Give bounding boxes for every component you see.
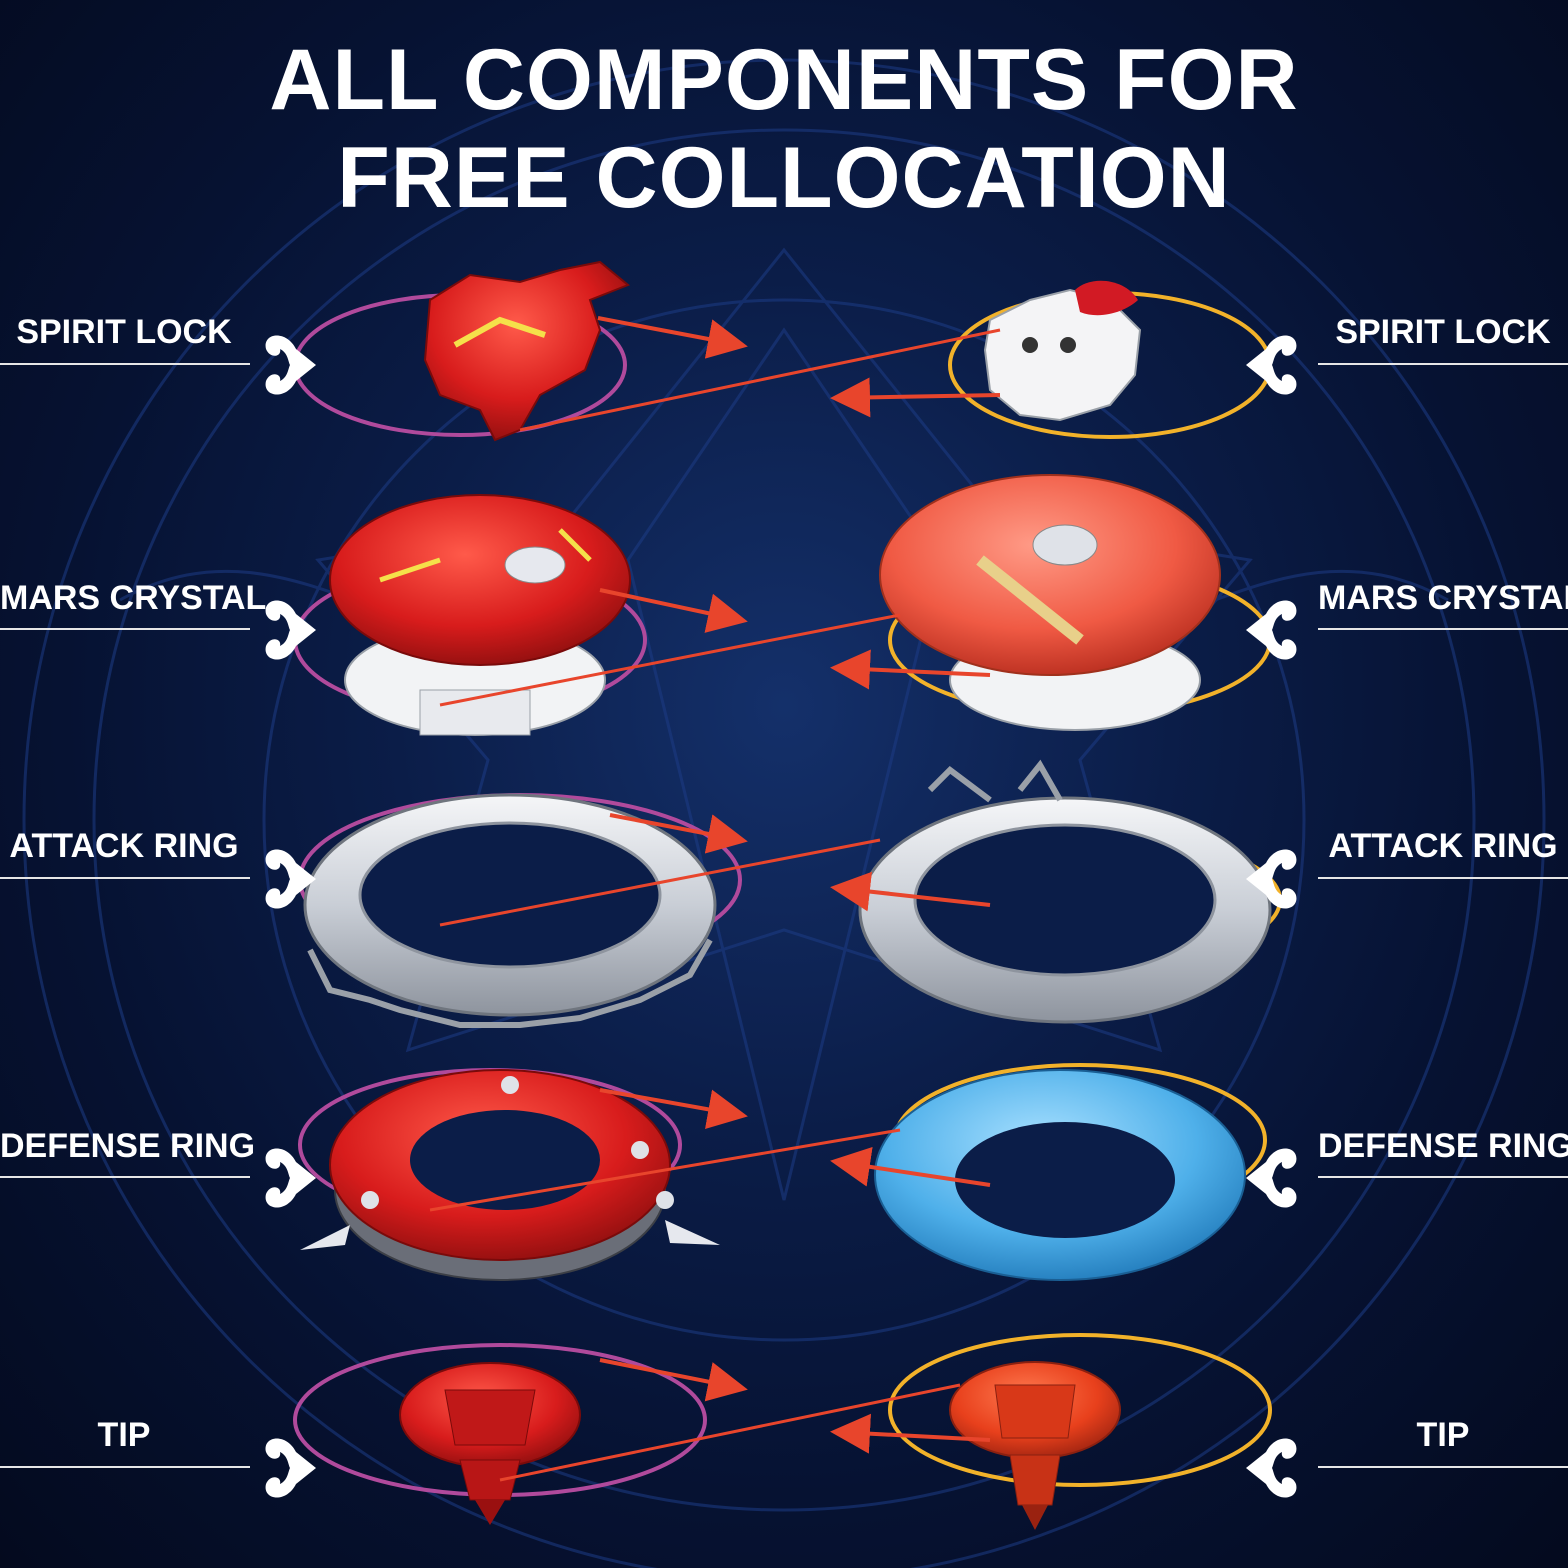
fleur-ornament-icon — [1246, 335, 1297, 395]
arrow-left — [830, 649, 991, 690]
white-spirit-lock — [983, 280, 1142, 422]
row-defense-ring-art — [298, 1063, 1267, 1281]
fleur-ornament-icon — [265, 849, 316, 909]
right-rule — [1318, 628, 1568, 630]
orange-tip-right — [949, 1361, 1121, 1530]
fleur-ornament-icon — [265, 600, 316, 660]
left-label-spirit-lock: SPIRIT LOCK — [16, 313, 232, 351]
left-label-attack-ring: ATTACK RING — [9, 827, 239, 865]
right-rule — [1318, 1466, 1568, 1468]
row-spirit-lock-art — [293, 260, 1272, 442]
red-tip-left — [399, 1362, 581, 1525]
right-label-defense-ring: DEFENSE RING — [1318, 1127, 1568, 1165]
right-label-spirit-lock: SPIRIT LOCK — [1335, 313, 1551, 351]
blue-defense-ring — [874, 1069, 1246, 1281]
title-line-2: FREE COLLOCATION — [337, 130, 1231, 226]
right-rule — [1318, 1176, 1568, 1178]
arrow-left — [830, 1413, 991, 1454]
left-label-tip: TIP — [97, 1416, 151, 1454]
silver-attack-ring-right — [858, 759, 1272, 1024]
fleur-ornament-icon — [265, 1438, 316, 1498]
silver-attack-ring-left — [303, 793, 717, 1028]
arrow-right — [599, 1088, 748, 1130]
arrow-left — [830, 1147, 991, 1187]
row-attack-ring-art — [298, 759, 1282, 1028]
arrow-left — [830, 377, 1001, 418]
arrow-right — [599, 588, 748, 633]
arrow-left — [830, 871, 991, 912]
fleur-ornament-icon — [1246, 600, 1297, 660]
arrow-right — [597, 316, 748, 359]
left-rule — [0, 628, 250, 630]
red-defense-ring — [300, 1069, 720, 1281]
left-label-defense-ring: DEFENSE RING — [0, 1127, 256, 1165]
left-rule — [0, 877, 250, 879]
right-label-attack-ring: ATTACK RING — [1328, 827, 1558, 865]
fleur-ornament-icon — [1246, 1148, 1297, 1208]
right-label-mars-crystal: MARS CRYSTAL — [1318, 579, 1568, 617]
row-tip-art — [293, 1333, 1272, 1530]
right-loop — [888, 1333, 1272, 1487]
fleur-ornament-icon — [1246, 1438, 1297, 1498]
row-mars-crystal-art — [293, 474, 1272, 736]
left-rule — [0, 363, 250, 365]
red-spirit-lock — [423, 260, 630, 442]
pink-mars-crystal — [879, 474, 1221, 731]
arrow-right — [599, 1358, 748, 1402]
right-label-tip: TIP — [1416, 1416, 1470, 1454]
right-rule — [1318, 363, 1568, 365]
left-label-mars-crystal: MARS CRYSTAL — [0, 579, 267, 617]
left-rule — [0, 1176, 250, 1178]
fleur-ornament-icon — [265, 335, 316, 395]
title-line-1: ALL COMPONENTS FOR — [269, 32, 1299, 128]
red-mars-crystal — [329, 494, 631, 736]
fleur-ornament-icon — [1246, 849, 1297, 909]
left-rule — [0, 1466, 250, 1468]
fleur-ornament-icon — [265, 1148, 316, 1208]
right-rule — [1318, 877, 1568, 879]
arrow-right — [609, 813, 748, 854]
